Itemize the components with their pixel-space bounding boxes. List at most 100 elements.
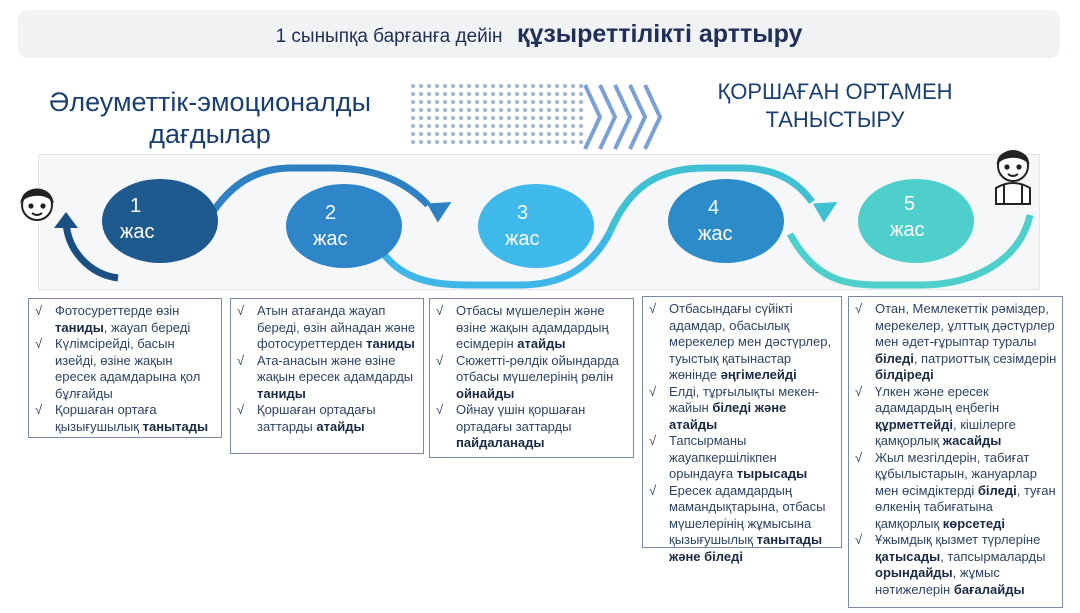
- skill-verb: әңгімелейді: [720, 367, 797, 382]
- check-icon: √: [35, 402, 43, 417]
- check-icon: √: [855, 449, 863, 465]
- stage-4-skills-box: √ Отбасындағы сүйікті адамдар, обасылық м…: [642, 296, 842, 564]
- arrowhead-4: [812, 202, 838, 223]
- heading-left-line-2: дағдылар: [149, 119, 271, 149]
- check-icon: √: [237, 402, 245, 417]
- skill-text: Отбасы мүшелерін және өзіне жақын адамда…: [456, 303, 609, 351]
- skill-text: Қоршаған ортадағы заттарды: [257, 402, 376, 434]
- stage-circle-3: [478, 184, 594, 268]
- stage-label-3: 3 жас: [505, 200, 540, 252]
- arc-2-3: [368, 230, 614, 289]
- skill-item: √ Ересек адамдардың мамандықтарына, отбас…: [649, 483, 837, 566]
- stage-2-num: 2: [325, 202, 337, 224]
- arc-3-4: [606, 164, 815, 234]
- arrowhead-2: [426, 202, 452, 223]
- skill-item: √ Қоршаған ортадағы заттарды атайды: [237, 402, 419, 435]
- skills-list: √ Атын атағанда жауап береді, өзін айнада…: [237, 303, 419, 435]
- skill-item: √ Сюжетті-рөлдік ойындарда отбасы мүшелер…: [436, 353, 629, 403]
- dot-pattern-decoration: [411, 84, 583, 144]
- stage-4-num: 4: [708, 197, 720, 219]
- stage-2-unit: жас: [313, 228, 348, 250]
- skill-item: √ Фотосуреттерде өзін таниды, жауап беред…: [35, 303, 217, 336]
- skill-verb: пайдаланады: [456, 435, 545, 450]
- skill-text: Елді, тұрғылықты мекен-жайын: [669, 383, 819, 416]
- stage-5-num: 5: [904, 193, 916, 215]
- skill-text: Ересек адамдардың мамандықтарына, отбасы…: [669, 482, 826, 548]
- skill-item: √ Қоршаған ортаға қызығушылық танытады: [35, 402, 217, 435]
- stage-1-num: 1: [130, 195, 142, 217]
- skills-list: √Отан, Мемлекеттік рәміздер, мерекелер, …: [855, 301, 1058, 598]
- skill-text: , тапсырмаларды: [940, 548, 1046, 564]
- stage-circle-2: [286, 184, 402, 268]
- schoolboy-icon: [995, 150, 1031, 205]
- skill-text: Қоршаған ортаға қызығушылық: [55, 402, 157, 434]
- stage-4-unit: жас: [698, 223, 733, 245]
- skill-verb: танытады: [142, 418, 209, 434]
- skill-item: √ Отбасындағы сүйікті адамдар, обасылық м…: [649, 301, 837, 384]
- heading-left-line-1: Әлеуметтік-эмоционалды: [49, 87, 371, 117]
- stage-3-skills-box: √ Отбасы мүшелерін және өзіне жақын адамд…: [429, 298, 634, 458]
- heading-social-emotional: Әлеуметтік-эмоционалды дағдылар: [40, 86, 380, 150]
- skill-verb: таниды: [55, 319, 104, 335]
- check-icon: √: [35, 336, 43, 351]
- title-big: құзыреттілікті арттыру: [516, 20, 803, 48]
- check-icon: √: [649, 383, 657, 399]
- skill-item: √Күлімсірейді, басын изейді, өзіне жақын…: [35, 336, 217, 402]
- skill-text: , туған өлкенің табиғатына қамқорлық: [875, 482, 1056, 531]
- skill-text: Ойнау үшін қоршаған ортадағы заттарды: [456, 402, 586, 434]
- boy-face-icon: [20, 188, 55, 221]
- arc-4-5: [786, 214, 1034, 289]
- skill-item: √ Ойнау үшін қоршаған ортадағы заттарды п…: [436, 402, 629, 452]
- heading-right-line-2: ТАНЫСТЫРУ: [765, 107, 905, 132]
- skill-text: Сюжетті-рөлдік ойындарда отбасы мүшелері…: [456, 352, 620, 385]
- check-icon: √: [237, 352, 245, 368]
- skill-text: Жыл мезгілдерін, табиғат құбылыстарын, ж…: [875, 449, 1037, 498]
- skill-item: √Отбасы мүшелерін және өзіне жақын адамд…: [436, 303, 629, 353]
- skill-text: Ұжымдық қызмет түрлеріне: [875, 532, 1041, 547]
- skill-verb: біледі: [977, 482, 1017, 498]
- skill-verb: атайды: [517, 336, 566, 351]
- skill-text: Тапсырманы жауапкершілікпен орындауға: [669, 433, 777, 481]
- check-icon: √: [436, 402, 444, 417]
- skill-text: Атын атағанда жауап береді, өзін айнадан…: [257, 303, 416, 351]
- skill-item: √Үлкен және ересек адамдардың еңбегін құ…: [855, 384, 1058, 450]
- stage-circle-5: [858, 179, 974, 263]
- check-icon: √: [649, 301, 657, 316]
- stage-5-unit: жас: [890, 219, 925, 241]
- skill-text: , патриоттық сезімдерін: [913, 350, 1057, 366]
- stage-circle-1: [102, 179, 218, 263]
- skill-verb: біледі және атайды: [669, 400, 787, 432]
- stage-3-num: 3: [517, 202, 529, 224]
- skill-verb: атайды: [316, 418, 365, 434]
- check-icon: √: [649, 482, 657, 498]
- skill-verb: танытады және біледі: [669, 532, 823, 564]
- skill-verb: тырысады: [736, 466, 808, 481]
- stage-1-skills-box: √ Фотосуреттерде өзін таниды, жауап беред…: [28, 298, 222, 438]
- arrowhead-stage-1: [54, 212, 78, 228]
- skill-verb: орындайды: [875, 565, 953, 580]
- stage-label-2: 2 жас: [313, 200, 348, 252]
- skill-item: √Атын атағанда жауап береді, өзін айнада…: [237, 303, 419, 353]
- check-icon: √: [35, 303, 43, 318]
- skill-text: , кішілерге қамқорлық: [875, 416, 1016, 449]
- skills-list: √ Фотосуреттерде өзін таниды, жауап беред…: [35, 303, 217, 435]
- skill-verb: көрсетеді: [942, 515, 1005, 531]
- skill-verb: қатысады: [875, 548, 941, 564]
- skill-item: √ Жыл мезгілдерін, табиғат құбылыстарын, …: [855, 450, 1058, 533]
- arc-stage-1-left: [62, 221, 119, 282]
- skill-verb: құрметтейді: [875, 416, 953, 432]
- title-small: 1 сыныпқа барғанға дейін: [275, 26, 503, 47]
- stage-label-5: 5 жас: [890, 191, 925, 243]
- check-icon: √: [855, 532, 863, 547]
- skill-text: , жауап береді: [103, 319, 191, 335]
- check-icon: √: [855, 301, 863, 316]
- skill-item: √ Елді, тұрғылықты мекен-жайын біледі жән…: [649, 384, 837, 434]
- arc-1-2: [196, 164, 431, 236]
- skill-text: Үлкен және ересек адамдардың еңбегін: [875, 383, 1000, 416]
- skill-verb: жасайды: [942, 433, 1002, 448]
- skill-text: Отбасындағы сүйікті адамдар, обасылық ме…: [669, 301, 832, 382]
- skill-text: Фотосуреттерде өзін: [55, 303, 180, 318]
- stage-2-skills-box: √ Атын атағанда жауап береді, өзін айнада…: [230, 298, 424, 454]
- check-icon: √: [436, 352, 444, 368]
